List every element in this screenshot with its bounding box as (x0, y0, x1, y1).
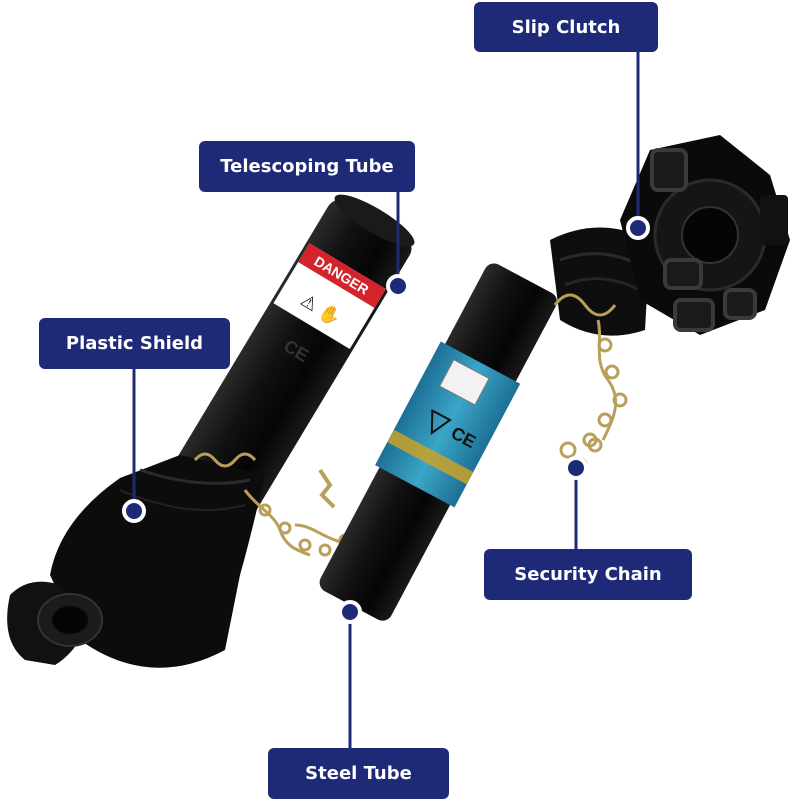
right-shaft: CE (319, 135, 790, 621)
slip-clutch-shape (620, 135, 790, 335)
plastic-shield-shape (50, 455, 265, 668)
connectors (132, 52, 640, 748)
telescoping-tube-label: Telescoping Tube (199, 141, 415, 192)
steel-tube-dot (338, 600, 362, 624)
plastic-shield-dot (122, 499, 146, 523)
danger-sticker (273, 243, 386, 350)
left-shaft: DANGER ⚠ ✋ CE (7, 194, 415, 668)
left-chain (193, 452, 362, 557)
security-chain-dot (564, 456, 588, 480)
steel-tube-label: Steel Tube (268, 748, 449, 799)
marker-dots (122, 216, 650, 624)
plastic-shield-label: Plastic Shield (39, 318, 230, 369)
slip-clutch-label: Slip Clutch (474, 2, 658, 52)
telescoping-tube-dot (386, 274, 410, 298)
slip-clutch-dot (626, 216, 650, 240)
security-chain-label: Security Chain (484, 549, 692, 600)
right-chain (553, 293, 628, 473)
